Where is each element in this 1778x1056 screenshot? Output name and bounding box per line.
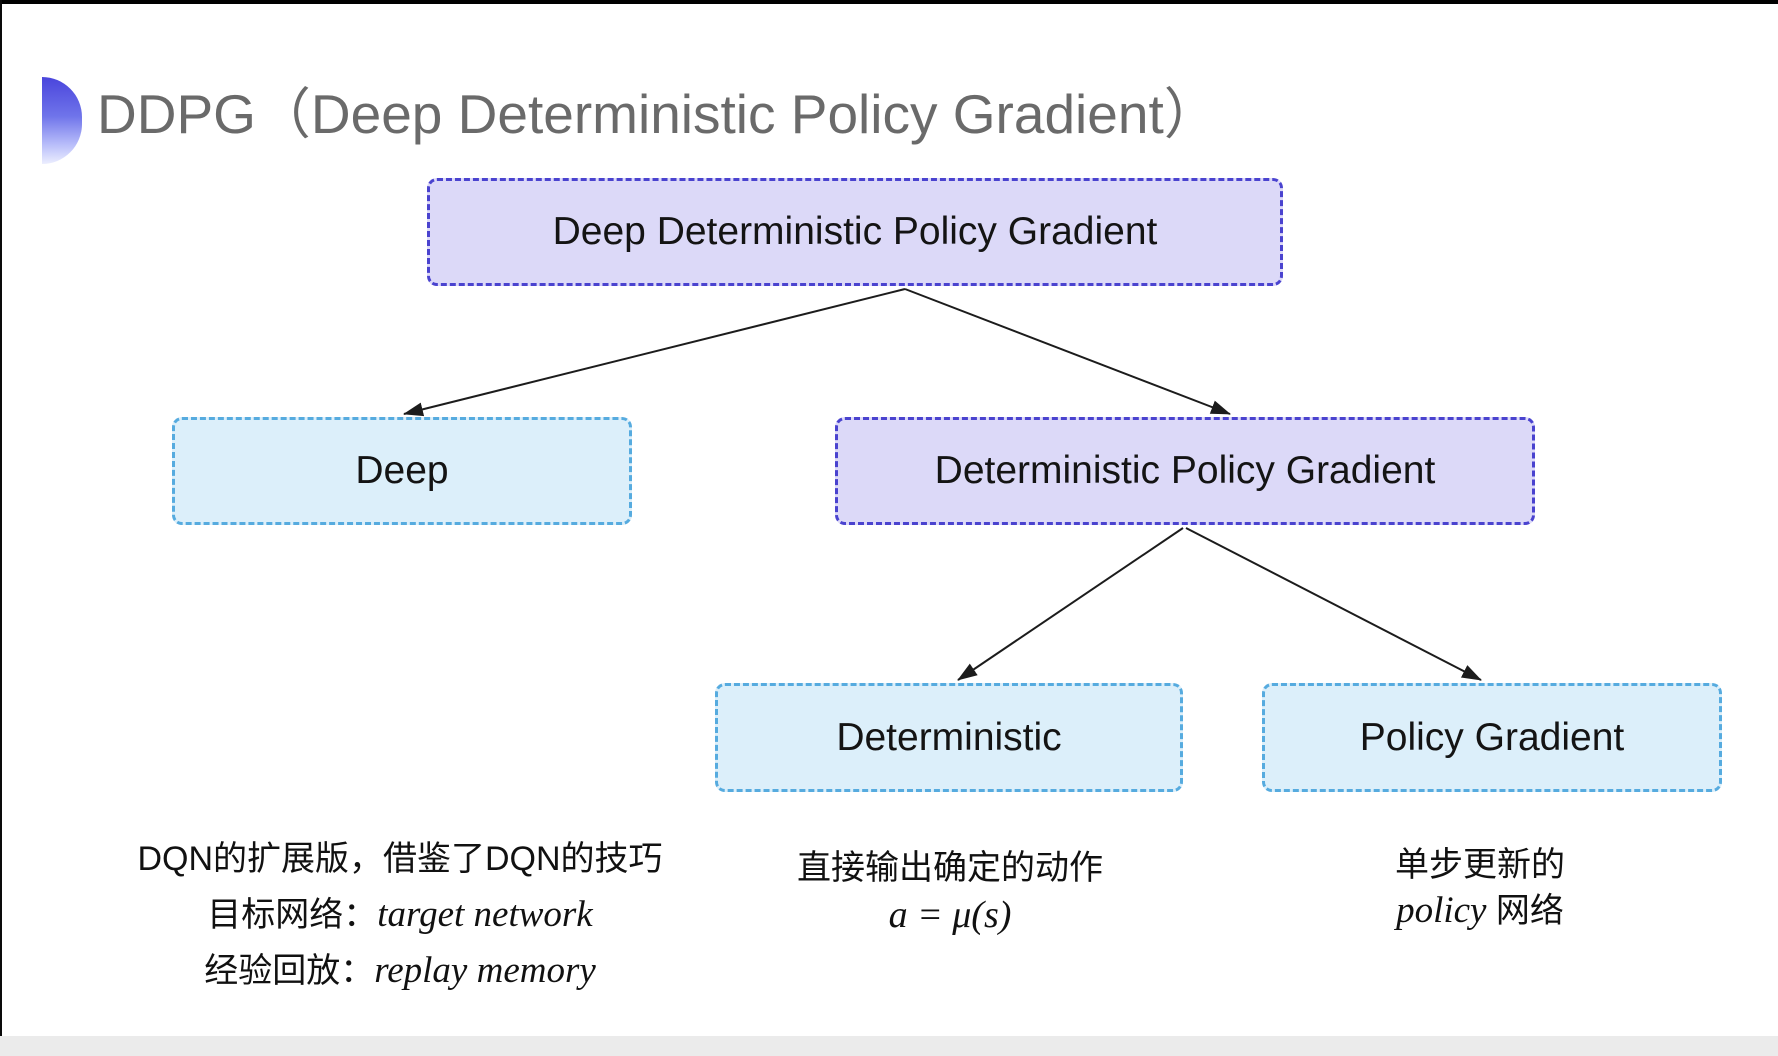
title-bullet-icon	[42, 77, 82, 164]
note-policy-gradient-line-1: 单步更新的	[1395, 846, 1565, 884]
edge-root-to-dpg	[904, 288, 1231, 415]
tree-node-dpg: Deterministic Policy Gradient	[835, 417, 1535, 525]
bottom-strip	[0, 1036, 1778, 1056]
note-policy-gradient: 单步更新的 policy 网络	[1240, 842, 1720, 934]
note-deep: DQN的扩展版，借鉴了DQN的技巧 目标网络：target network 经验…	[110, 832, 690, 999]
tree-node-deep-label: Deep	[355, 449, 449, 492]
edge-dpg-to-policy-gradient	[1185, 527, 1482, 681]
tree-node-policy-gradient: Policy Gradient	[1262, 683, 1722, 792]
note-deep-line-1: DQN的扩展版，借鉴了DQN的技巧	[137, 840, 663, 878]
edge-dpg-to-deterministic	[957, 527, 1184, 681]
tree-node-policy-gradient-label: Policy Gradient	[1359, 715, 1625, 759]
note-deep-line-2: 目标网络：target network	[207, 894, 593, 935]
note-deterministic-formula: a = μ(s)	[888, 894, 1012, 936]
tree-node-deterministic: Deterministic	[715, 683, 1183, 792]
tree-node-root-label: Deep Deterministic Policy Gradient	[552, 210, 1158, 253]
tree-node-deep: Deep	[172, 417, 632, 525]
top-border	[0, 0, 1778, 4]
tree-node-dpg-label: Deterministic Policy Gradient	[934, 449, 1436, 492]
edge-root-to-deep	[403, 288, 906, 417]
tree-node-root: Deep Deterministic Policy Gradient	[427, 178, 1283, 286]
note-deterministic-line-1: 直接输出确定的动作	[797, 849, 1103, 887]
note-deep-line-3: 经验回放：replay memory	[204, 950, 596, 991]
note-deterministic: 直接输出确定的动作 a = μ(s)	[705, 845, 1195, 939]
note-policy-gradient-line-2: policy 网络	[1396, 890, 1564, 931]
left-border	[0, 0, 2, 1036]
page-title: DDPG（Deep Deterministic Policy Gradient）	[97, 83, 1219, 145]
tree-node-deterministic-label: Deterministic	[836, 715, 1062, 759]
